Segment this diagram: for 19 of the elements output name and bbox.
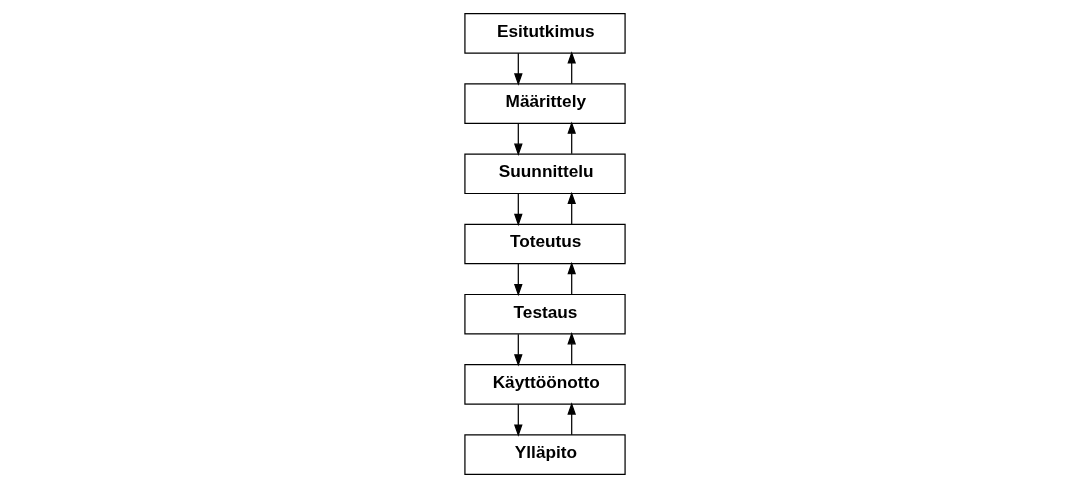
arrow <box>566 261 576 295</box>
arrow <box>513 403 523 437</box>
node-box: Käyttöönotto <box>463 364 626 405</box>
node-box: Ylläpito <box>463 434 626 475</box>
arrow <box>513 122 523 156</box>
node-box: Määrittely <box>463 83 626 124</box>
arrow <box>513 333 523 367</box>
arrow <box>566 51 576 85</box>
arrow <box>513 263 523 297</box>
node-box: Toteutus <box>463 223 626 265</box>
arrow <box>566 191 576 225</box>
arrow <box>566 402 576 436</box>
arrow <box>566 121 576 155</box>
node-box: Suunnittelu <box>463 153 626 195</box>
node-box: Esitutkimus <box>463 13 626 54</box>
node-box: Testaus <box>463 293 626 335</box>
arrow <box>513 52 523 86</box>
arrow <box>566 332 576 366</box>
arrow <box>513 193 523 227</box>
